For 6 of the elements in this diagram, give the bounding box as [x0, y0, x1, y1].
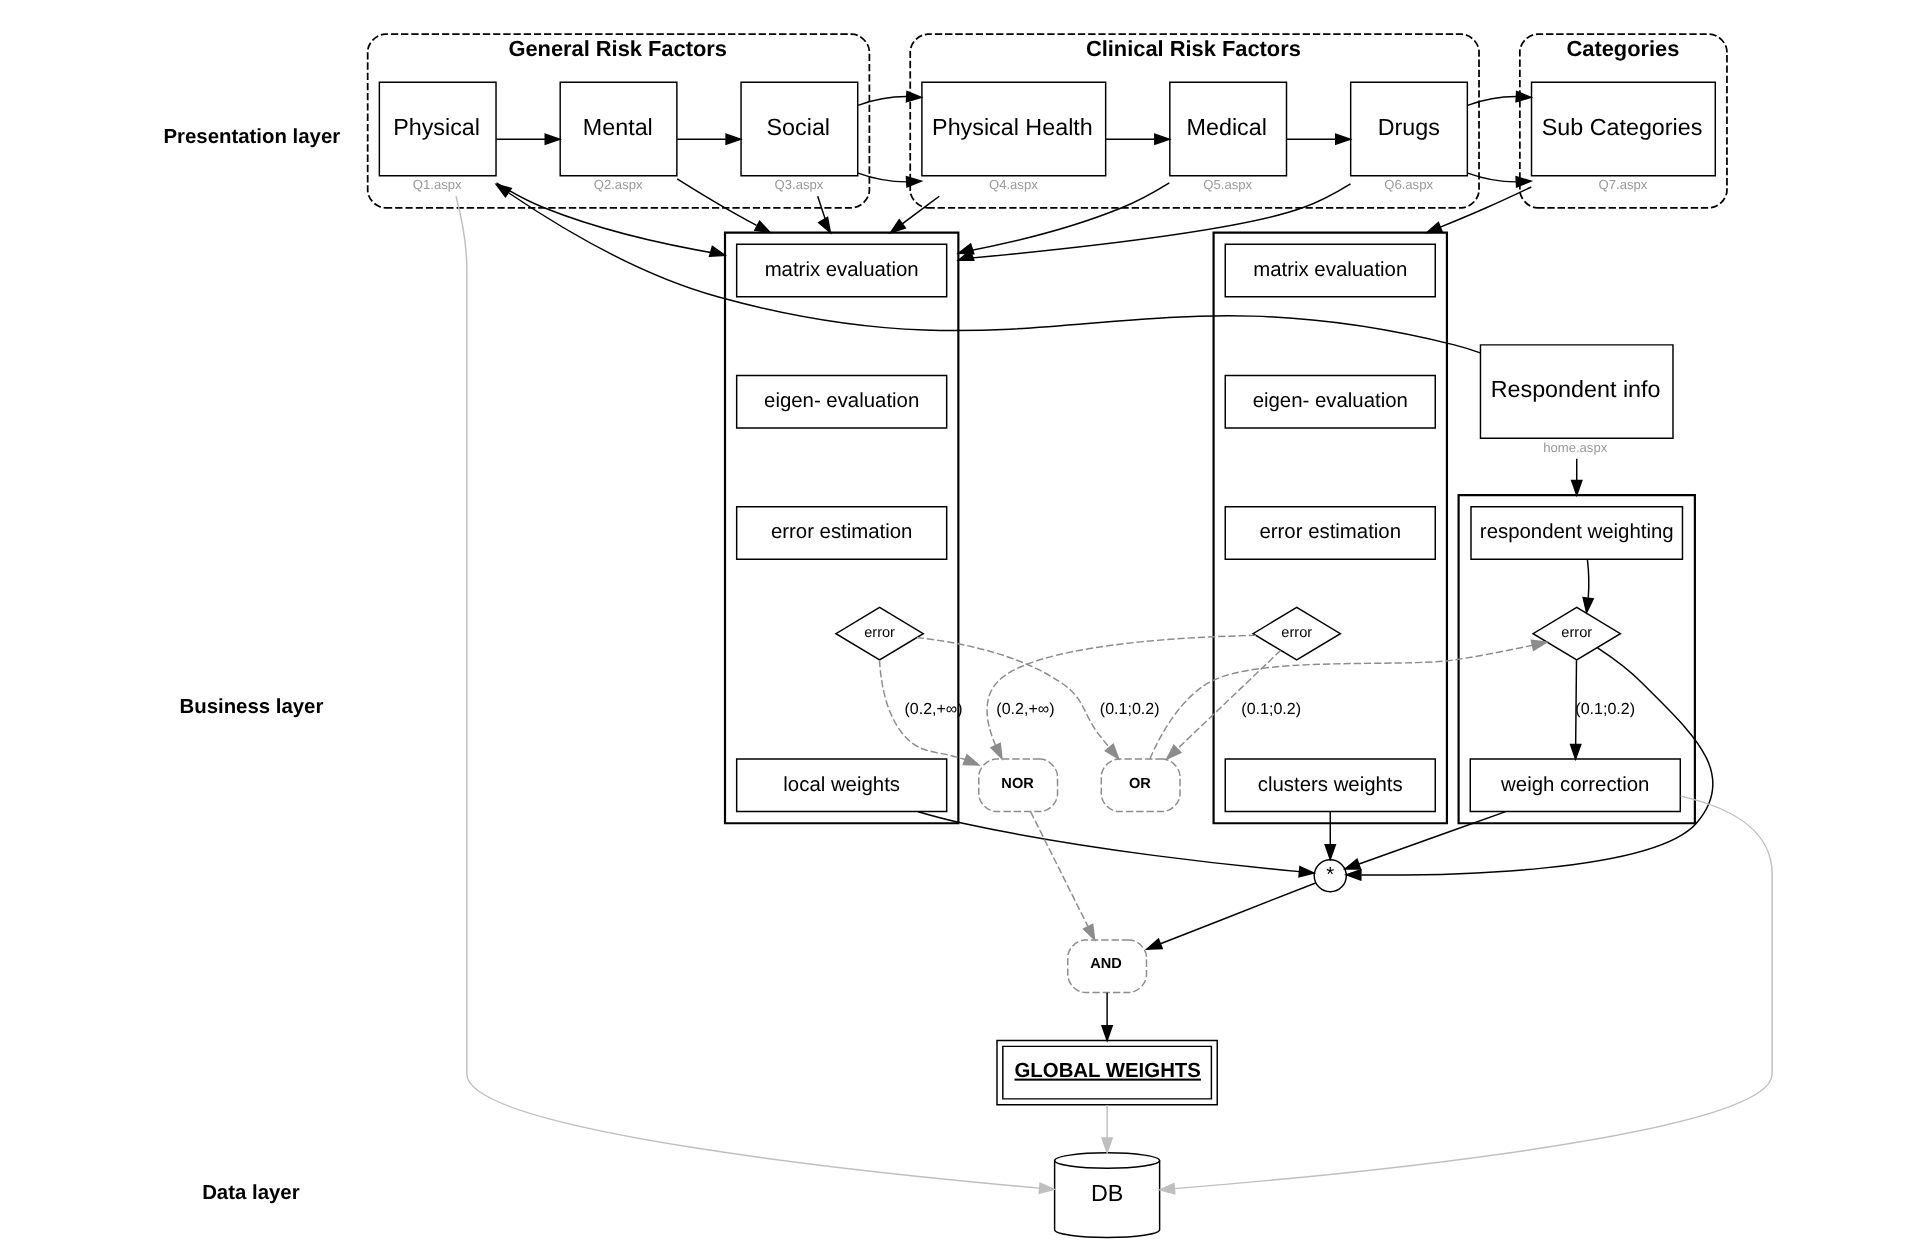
label: Presentation layer: [162, 127, 340, 150]
label: Business layer: [178, 697, 323, 720]
edge-label: (0.1;0.2): [1098, 699, 1159, 718]
edge-label: (0.1;0.2): [1240, 699, 1301, 718]
edge-label: (0.2,+∞): [995, 699, 1054, 718]
label: Data layer: [201, 1183, 299, 1206]
